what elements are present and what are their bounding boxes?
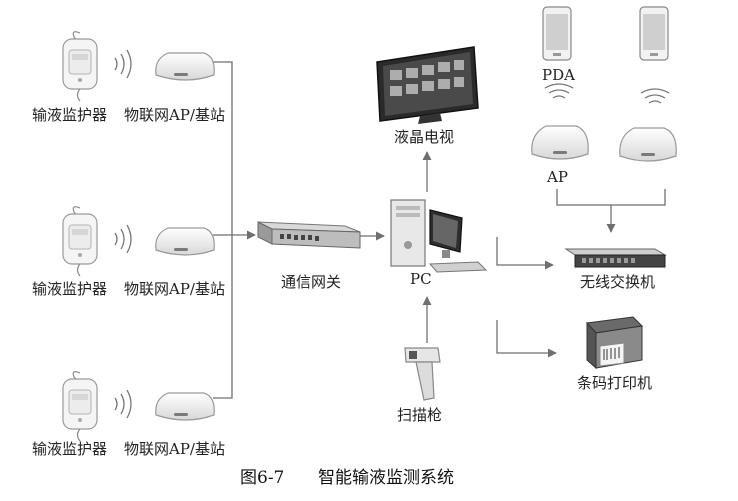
label-barcode-printer: 条码打印机	[577, 374, 653, 392]
label-wireless-switch: 无线交换机	[580, 273, 656, 291]
label-iot-ap-base-1: 物联网AP/基站	[124, 106, 225, 124]
lcd-tv-device	[376, 46, 479, 124]
barcode-printer-device	[585, 316, 644, 370]
pda-device-left	[542, 6, 572, 61]
pda-device-right	[639, 6, 669, 61]
label-iot-ap-base-2: 物联网AP/基站	[124, 280, 225, 298]
infusion-monitor-device	[62, 371, 98, 442]
label-pc: PC	[410, 270, 432, 288]
ap-device-left	[531, 125, 589, 160]
iot-access-point-device	[155, 52, 215, 81]
pc-to-printer-arrow	[496, 320, 557, 358]
left-row-2	[62, 206, 215, 277]
pc-to-switch-arrow	[496, 237, 554, 270]
connections	[213, 61, 666, 399]
barcode-scanner-device	[404, 347, 441, 401]
label-infusion-monitor-3: 输液监护器	[32, 440, 108, 458]
label-infusion-monitor-1: 输液监护器	[32, 106, 108, 124]
infusion-monitor-device	[62, 31, 98, 102]
label-scanner: 扫描枪	[397, 406, 443, 424]
figure-number: 图6-7	[240, 468, 285, 488]
ap-group-connector	[556, 189, 666, 206]
wireless-signal-icon	[114, 389, 132, 419]
label-iot-ap-base-3: 物联网AP/基站	[124, 440, 225, 458]
wireless-signal-icon	[640, 88, 670, 104]
bus-line	[213, 61, 233, 399]
infusion-monitor-device	[62, 206, 98, 277]
label-lcd-tv: 液晶电视	[394, 128, 455, 146]
figure-title: 智能输液监测系统	[318, 468, 454, 488]
label-infusion-monitor-2: 输液监护器	[32, 280, 108, 298]
gateway-device	[257, 221, 361, 249]
ap-device-right	[619, 127, 677, 162]
wireless-signal-icon	[114, 224, 132, 254]
left-row-1	[62, 31, 215, 102]
iot-access-point-device	[155, 392, 215, 421]
label-ap: AP	[547, 168, 568, 186]
label-gateway: 通信网关	[281, 273, 342, 291]
wireless-signal-icon	[544, 83, 574, 99]
left-row-3	[62, 371, 215, 442]
wireless-signal-icon	[114, 49, 132, 79]
wireless-switch-device	[564, 248, 667, 268]
label-pda: PDA	[542, 66, 575, 84]
pc-device	[390, 199, 488, 273]
iot-access-point-device	[155, 227, 215, 256]
